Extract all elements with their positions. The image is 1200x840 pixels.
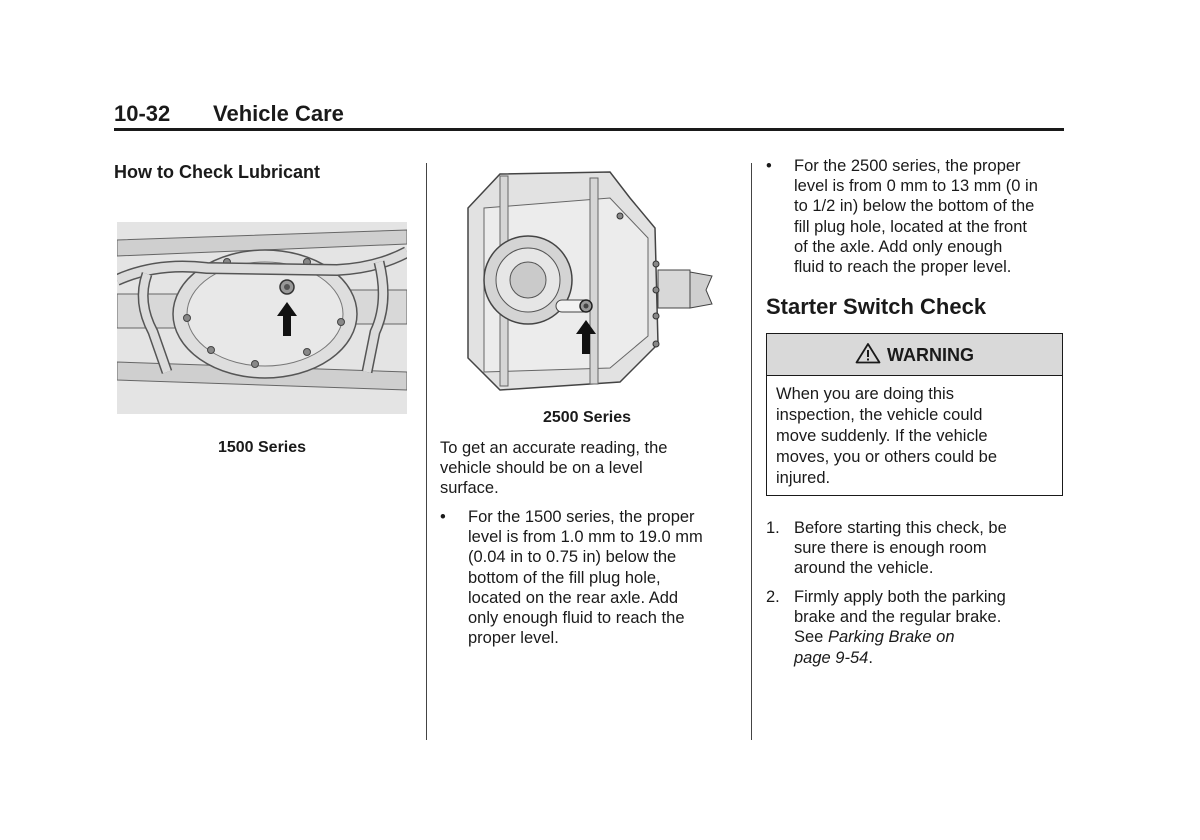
text-line: For the 2500 series, the proper <box>794 157 1021 175</box>
warning-box: WARNING When you are doing this inspecti… <box>766 333 1063 496</box>
text-line: moves, you or others could be <box>776 448 998 466</box>
step-2: 2. Firmly apply both the parking brake a… <box>766 587 1066 671</box>
text-line: of the axle. Add only enough <box>794 237 1003 256</box>
text-line: When you are doing this <box>776 385 954 403</box>
warning-title: WARNING <box>887 345 974 365</box>
text-line: located on the rear axle. Add <box>468 588 679 607</box>
text-line: inspection, the vehicle could <box>776 406 983 424</box>
text-line: brake and the regular brake. <box>794 608 1002 627</box>
cross-reference-line: See Parking Brake on <box>794 627 1034 647</box>
step-number: 1. <box>766 519 780 537</box>
text-line: sure there is enough room <box>794 539 987 558</box>
text-line: proper level. <box>468 629 559 648</box>
text-line: to 1/2 in) below the bottom of the <box>794 197 1035 216</box>
text-line: fluid to reach the proper level. <box>794 258 1012 277</box>
bullet-1500-series: • For the 1500 series, the proper level … <box>440 507 732 657</box>
text-line: (0.04 in to 0.75 in) below the <box>468 548 677 567</box>
text-line: level is from 1.0 mm to 19.0 mm <box>468 528 703 547</box>
figure-caption-1500: 1500 Series <box>217 439 307 456</box>
section-title: Vehicle Care <box>213 101 344 126</box>
bullet-marker: • <box>766 157 772 175</box>
step-number: 2. <box>766 588 780 606</box>
text-line: Firmly apply both the parking <box>794 588 1006 606</box>
warning-body: When you are doing this inspection, the … <box>776 384 1056 489</box>
bullet-2500-series: • For the 2500 series, the proper level … <box>766 156 1066 282</box>
warning-header: WARNING <box>767 334 1062 376</box>
page-reference-link[interactable]: page 9-54 <box>794 648 869 667</box>
parking-brake-link[interactable]: Parking Brake on <box>827 628 955 647</box>
header-rule <box>114 128 1064 131</box>
text-line: fill plug hole, located at the front <box>794 217 1027 236</box>
axle-2500-illustration <box>460 168 718 400</box>
text-line: bottom of the fill plug hole, <box>468 568 661 587</box>
starter-switch-heading: Starter Switch Check <box>766 294 987 319</box>
column-divider-right <box>751 163 752 740</box>
text-line: For the 1500 series, the proper <box>468 508 695 526</box>
see-prefix: See <box>794 628 828 647</box>
column-divider-left <box>426 163 427 740</box>
step-1: 1. Before starting this check, be sure t… <box>766 518 1066 580</box>
lubricant-heading: How to Check Lubricant <box>114 162 321 182</box>
text-line: injured. <box>776 469 831 487</box>
text-line: Before starting this check, be <box>794 519 1007 537</box>
text-line: level is from 0 mm to 13 mm (0 in <box>794 177 1038 196</box>
axle-1500-illustration <box>117 222 407 414</box>
text-line: To get an accurate reading, the <box>440 439 668 457</box>
bullet-marker: • <box>440 508 446 526</box>
text-line: vehicle should be on a level <box>440 459 643 478</box>
page-header: 10-32 Vehicle Care <box>114 101 1064 133</box>
see-suffix: . <box>868 648 873 667</box>
figure-caption-2500: 2500 Series <box>542 409 632 426</box>
level-surface-paragraph: To get an accurate reading, the vehicle … <box>440 438 730 499</box>
text-line: only enough fluid to reach the <box>468 609 685 628</box>
text-line: surface. <box>440 479 499 498</box>
page-number: 10-32 <box>114 101 171 126</box>
warning-triangle-icon <box>855 343 881 364</box>
text-line: move suddenly. If the vehicle <box>776 427 988 445</box>
cross-reference-line: page 9-54. <box>794 648 1034 668</box>
text-line: around the vehicle. <box>794 559 934 578</box>
